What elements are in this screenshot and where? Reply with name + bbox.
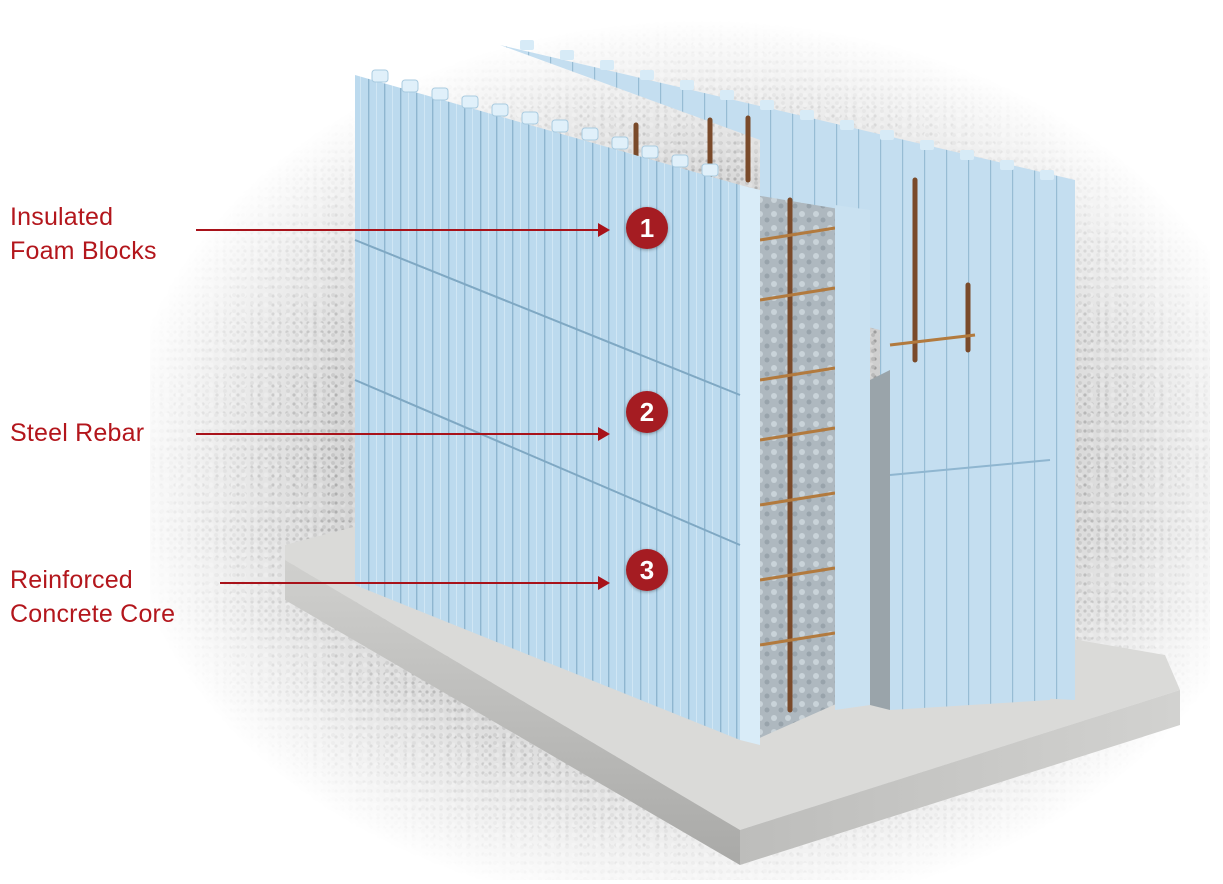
front-panel-right: [890, 340, 1050, 710]
callout-label-steel-rebar: Steel Rebar: [10, 416, 144, 450]
callout-2-badge: 2: [626, 391, 668, 433]
callout-2-line-1: Steel Rebar: [10, 419, 145, 447]
inner-foam-column: [835, 205, 870, 710]
callout-label-insulated-foam-blocks: Insulated Foam Blocks: [10, 200, 157, 268]
concrete-core: [755, 195, 845, 740]
front-wall-edge: [740, 185, 760, 745]
callout-1-badge: 1: [626, 207, 668, 249]
callout-3-line-2: Concrete Core: [10, 600, 176, 628]
footing-side: [740, 690, 1180, 865]
callout-3-badge: 3: [626, 549, 668, 591]
callout-1-line-2: Foam Blocks: [10, 237, 157, 265]
callout-3-line-1: Reinforced: [10, 566, 133, 594]
steel-rebar: [633, 115, 971, 713]
callout-3-arrow: [220, 576, 610, 590]
callout-2-arrow: [196, 427, 610, 441]
callout-1-arrow: [196, 223, 610, 237]
callout-label-reinforced-concrete-core: Reinforced Concrete Core: [10, 563, 175, 631]
callout-1-line-1: Insulated: [10, 203, 114, 231]
footing-front: [285, 560, 740, 865]
